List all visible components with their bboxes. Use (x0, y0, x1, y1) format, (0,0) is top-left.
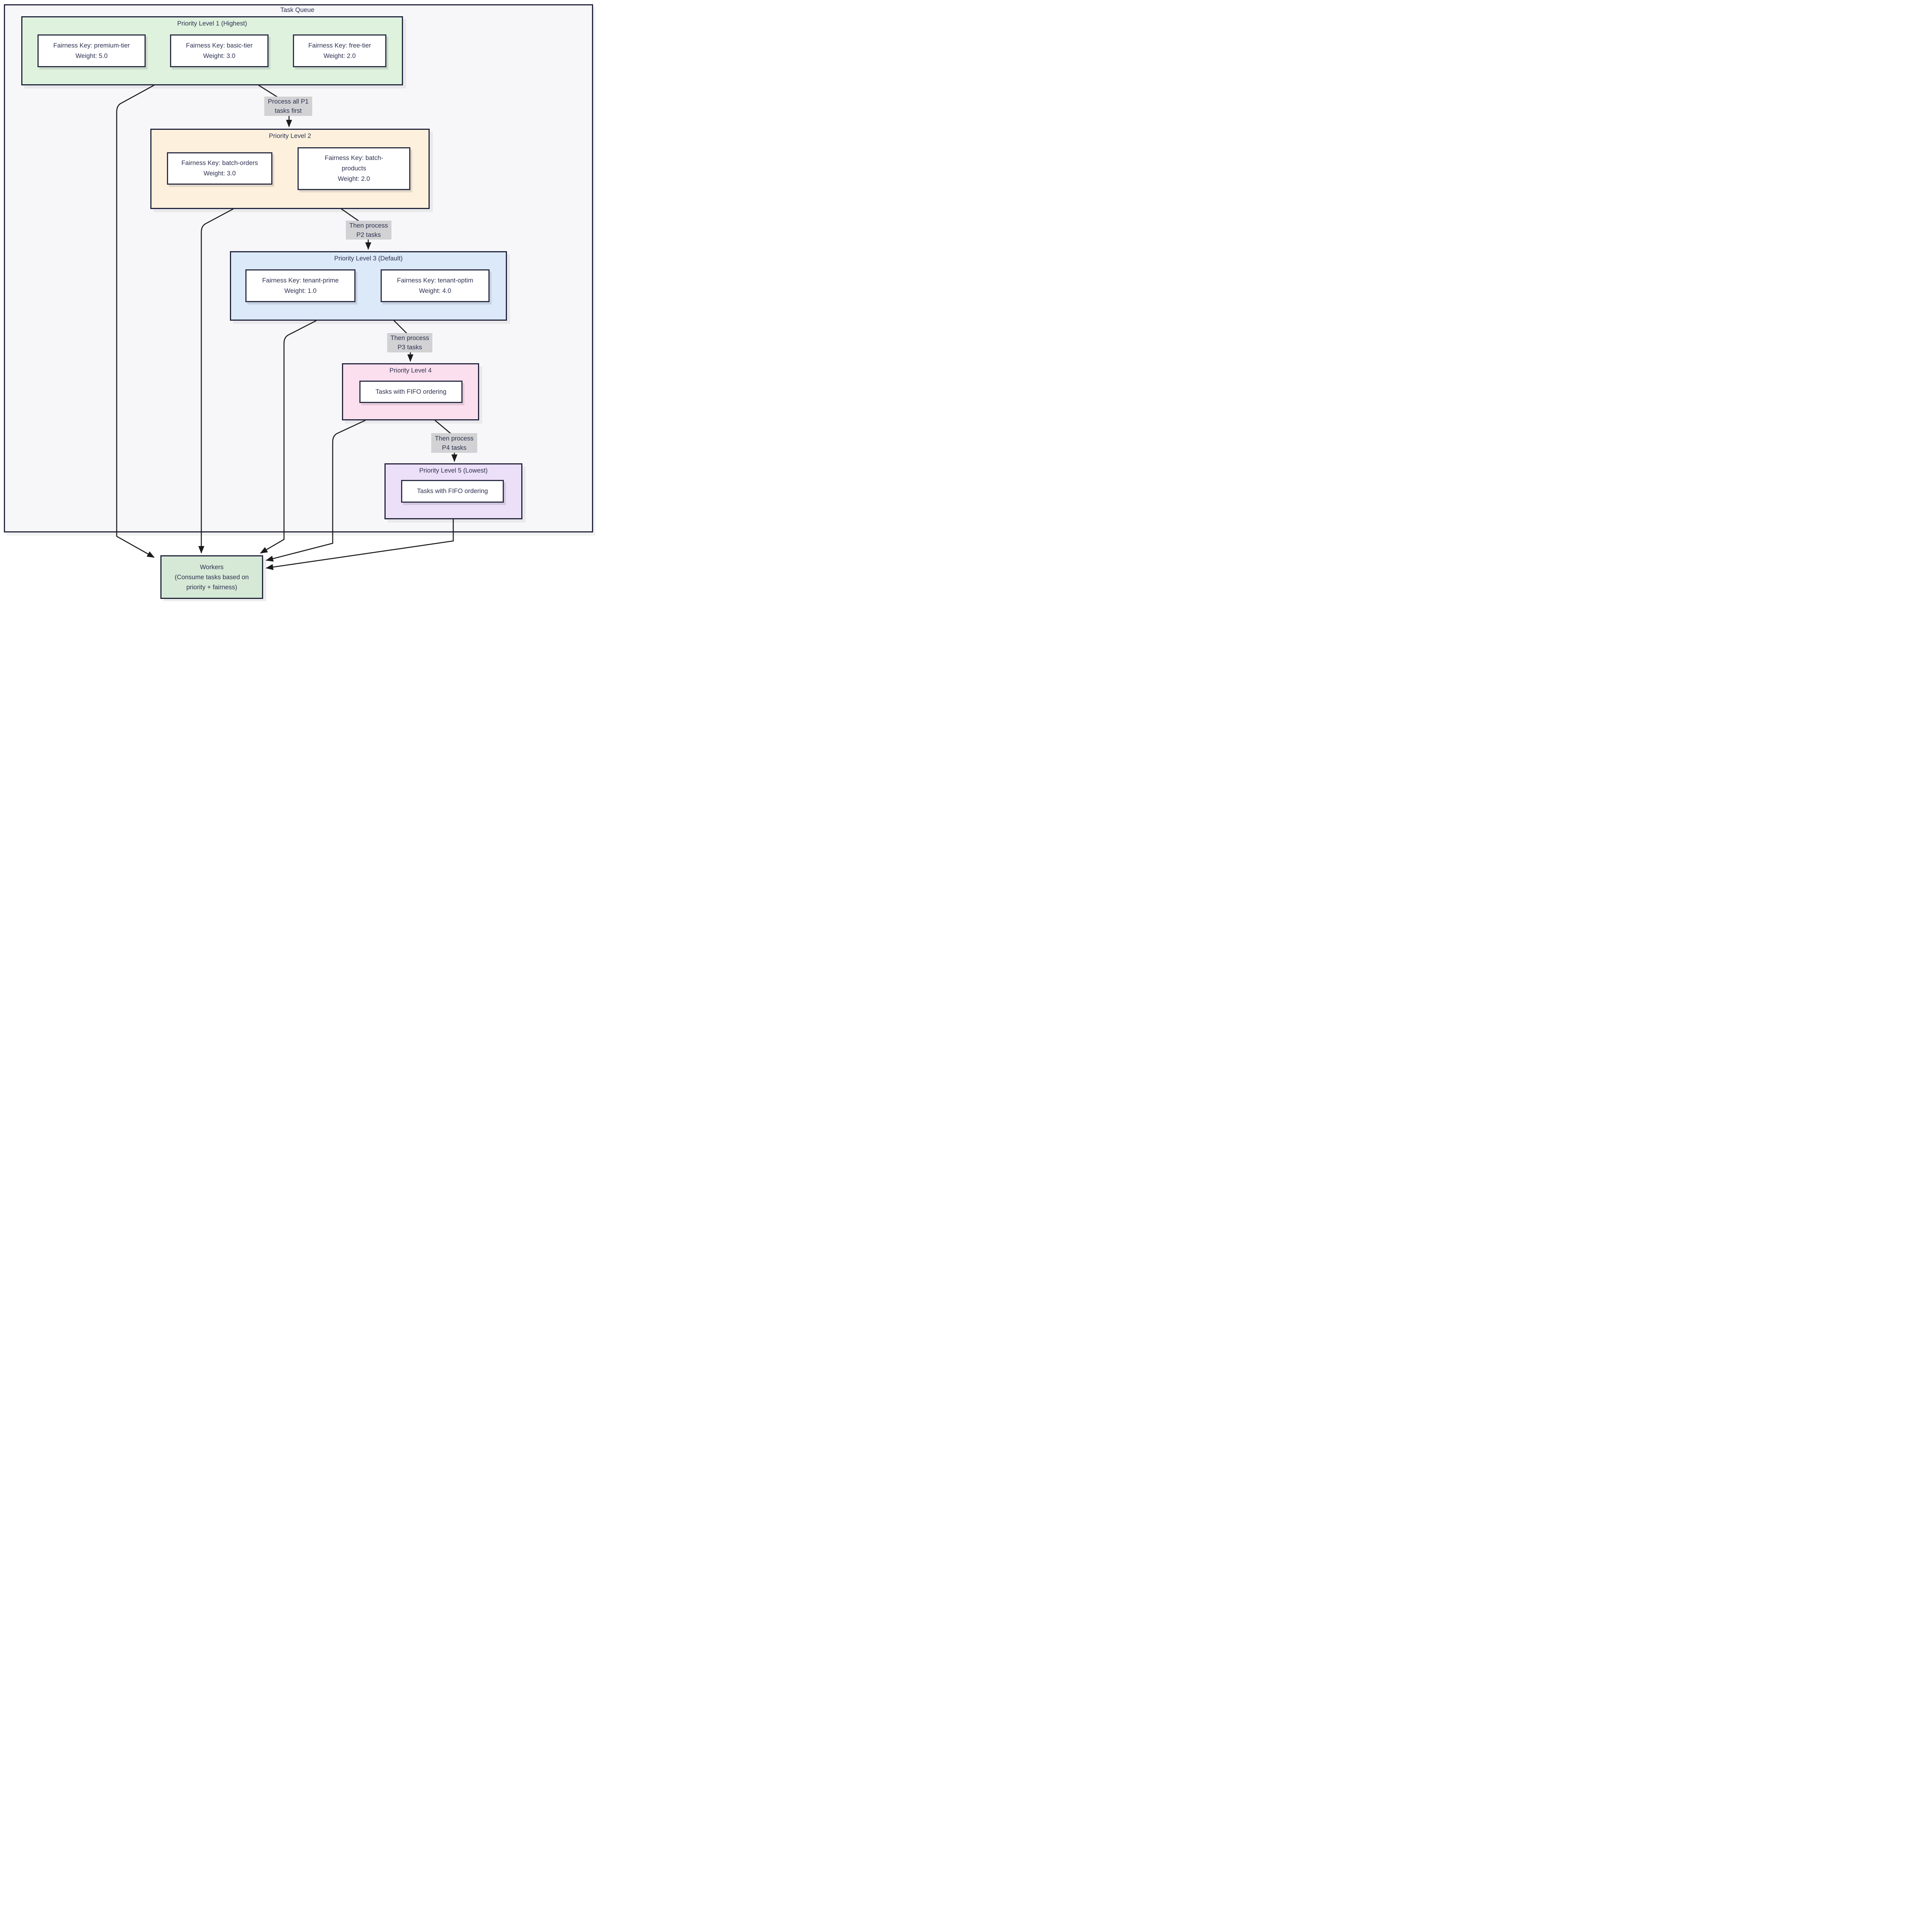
node-line: Tasks with FIFO ordering (375, 388, 447, 395)
edge-label-line: Then process (435, 435, 474, 442)
edge-label-line: P3 tasks (397, 344, 422, 351)
node-free-tier: Fairness Key: free-tier Weight: 2.0 (293, 34, 386, 67)
edge-label-line: Process all P1 (268, 98, 309, 105)
node-line: Weight: 4.0 (419, 287, 451, 294)
workers-line: Workers (200, 563, 224, 571)
workers-node: Workers (Consume tasks based on priority… (160, 555, 263, 599)
node-line: Tasks with FIFO ordering (417, 488, 488, 495)
node-line: Weight: 3.0 (203, 170, 236, 177)
node-line: Weight: 1.0 (284, 287, 317, 294)
node-line: Fairness Key: batch- (325, 155, 383, 162)
edge-label-p1-p2: Process all P1 tasks first (264, 97, 312, 116)
diagram-page: Task Queue Priority Level 1 (Highest) Fa… (0, 0, 596, 601)
node-line: Fairness Key: tenant-prime (262, 277, 339, 284)
node-line: Weight: 3.0 (203, 52, 236, 60)
node-line: Weight: 2.0 (323, 52, 356, 60)
node-tenant-prime: Fairness Key: tenant-prime Weight: 1.0 (245, 269, 355, 302)
edge-label-line: Then process (390, 335, 429, 342)
node-line: Fairness Key: tenant-optim (397, 277, 473, 284)
level-2-title: Priority Level 2 (269, 133, 311, 139)
node-line: Fairness Key: basic-tier (186, 42, 253, 49)
node-line: Fairness Key: free-tier (308, 42, 371, 49)
node-line: Weight: 2.0 (338, 175, 370, 182)
node-line: Fairness Key: batch-orders (181, 160, 258, 167)
workers-line: (Consume tasks based on (175, 573, 249, 581)
node-tenant-optim: Fairness Key: tenant-optim Weight: 4.0 (381, 269, 490, 302)
edge-label-p4-p5: Then process P4 tasks (431, 433, 477, 453)
node-batch-orders: Fairness Key: batch-orders Weight: 3.0 (167, 152, 272, 185)
edge-label-line: P2 tasks (356, 231, 381, 238)
node-basic-tier: Fairness Key: basic-tier Weight: 3.0 (170, 34, 269, 67)
edge-label-p3-p4: Then process P3 tasks (387, 333, 432, 352)
node-fifo-p4: Tasks with FIFO ordering (359, 381, 463, 403)
node-fifo-p5: Tasks with FIFO ordering (401, 480, 504, 503)
level-1-title: Priority Level 1 (Highest) (177, 20, 247, 27)
node-premium-tier: Fairness Key: premium-tier Weight: 5.0 (37, 34, 146, 67)
level-3-title: Priority Level 3 (Default) (334, 255, 403, 262)
node-line: Weight: 5.0 (75, 52, 108, 60)
level-5-title: Priority Level 5 (Lowest) (419, 467, 488, 474)
node-batch-products: Fairness Key: batch- products Weight: 2.… (298, 147, 410, 190)
node-line: Fairness Key: premium-tier (53, 42, 130, 49)
workers-line: priority + fairness) (186, 583, 237, 591)
task-queue-title: Task Queue (280, 7, 315, 14)
level-4-title: Priority Level 4 (389, 367, 432, 374)
node-line: products (342, 165, 366, 172)
edge-label-line: P4 tasks (442, 444, 467, 451)
edge-label-p2-p3: Then process P2 tasks (346, 221, 391, 240)
edge-label-line: Then process (349, 222, 388, 229)
edge-label-line: tasks first (275, 107, 302, 114)
